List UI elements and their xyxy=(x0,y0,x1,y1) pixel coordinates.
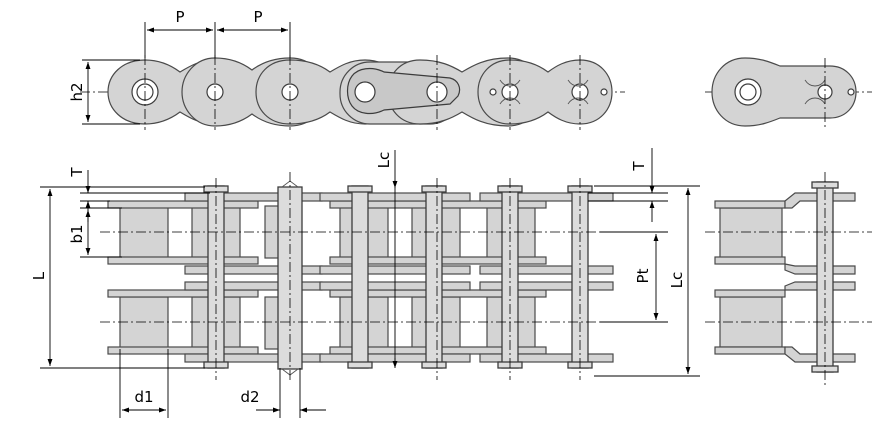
roller xyxy=(119,296,169,350)
cotter-hole xyxy=(600,88,608,96)
plate-thickness-label: T xyxy=(68,167,86,178)
inner-plate-top xyxy=(107,200,259,209)
connecting-pin-length-label-center: Lc xyxy=(375,152,393,169)
spring-clip xyxy=(346,67,461,115)
outer-plate-bottom xyxy=(479,353,614,363)
inner-plate xyxy=(714,346,786,355)
pin-hole xyxy=(354,81,376,103)
top-view: T b1 L d1 d2 Lc T xyxy=(30,148,700,418)
middle-plate xyxy=(479,265,614,275)
pin-hole-inner xyxy=(739,83,757,101)
plate-thickness-label-right: T xyxy=(630,161,648,172)
inner-plate xyxy=(107,256,259,265)
side-view: P P h2 xyxy=(68,8,625,130)
pin-diameter-label: d2 xyxy=(240,388,259,406)
pin-end xyxy=(347,185,373,193)
pin-end xyxy=(347,361,373,369)
cotter-hole xyxy=(489,88,497,96)
cotter-pin xyxy=(567,79,589,105)
roller-diameter-label: d1 xyxy=(134,388,153,406)
connecting-plate-end xyxy=(711,57,857,127)
inner-width-label: b1 xyxy=(68,224,86,243)
pitch-label-right: P xyxy=(253,8,262,26)
inner-plate xyxy=(714,200,786,209)
pin xyxy=(351,185,369,369)
end-view-bottom xyxy=(705,172,872,385)
inner-plate xyxy=(477,59,613,125)
outer-plate-top xyxy=(479,192,614,202)
inner-plate xyxy=(714,256,786,265)
overall-length-label: L xyxy=(30,271,48,280)
pin xyxy=(425,185,443,369)
pin-end xyxy=(421,361,447,369)
pin-end xyxy=(421,185,447,193)
cotter-pin xyxy=(804,79,826,105)
end-view-top xyxy=(705,57,872,128)
roller xyxy=(719,207,783,259)
cotter-hole xyxy=(847,88,855,96)
pitch-label-left: P xyxy=(175,8,184,26)
connecting-pin-length-label-right: Lc xyxy=(668,272,686,289)
plate-height-label: h2 xyxy=(68,82,86,101)
inner-plate xyxy=(714,289,786,298)
inner-plate-bottom xyxy=(107,346,259,355)
middle-plate xyxy=(479,281,614,291)
transverse-pitch-label: Pt xyxy=(634,268,652,283)
inner-plate xyxy=(107,289,259,298)
